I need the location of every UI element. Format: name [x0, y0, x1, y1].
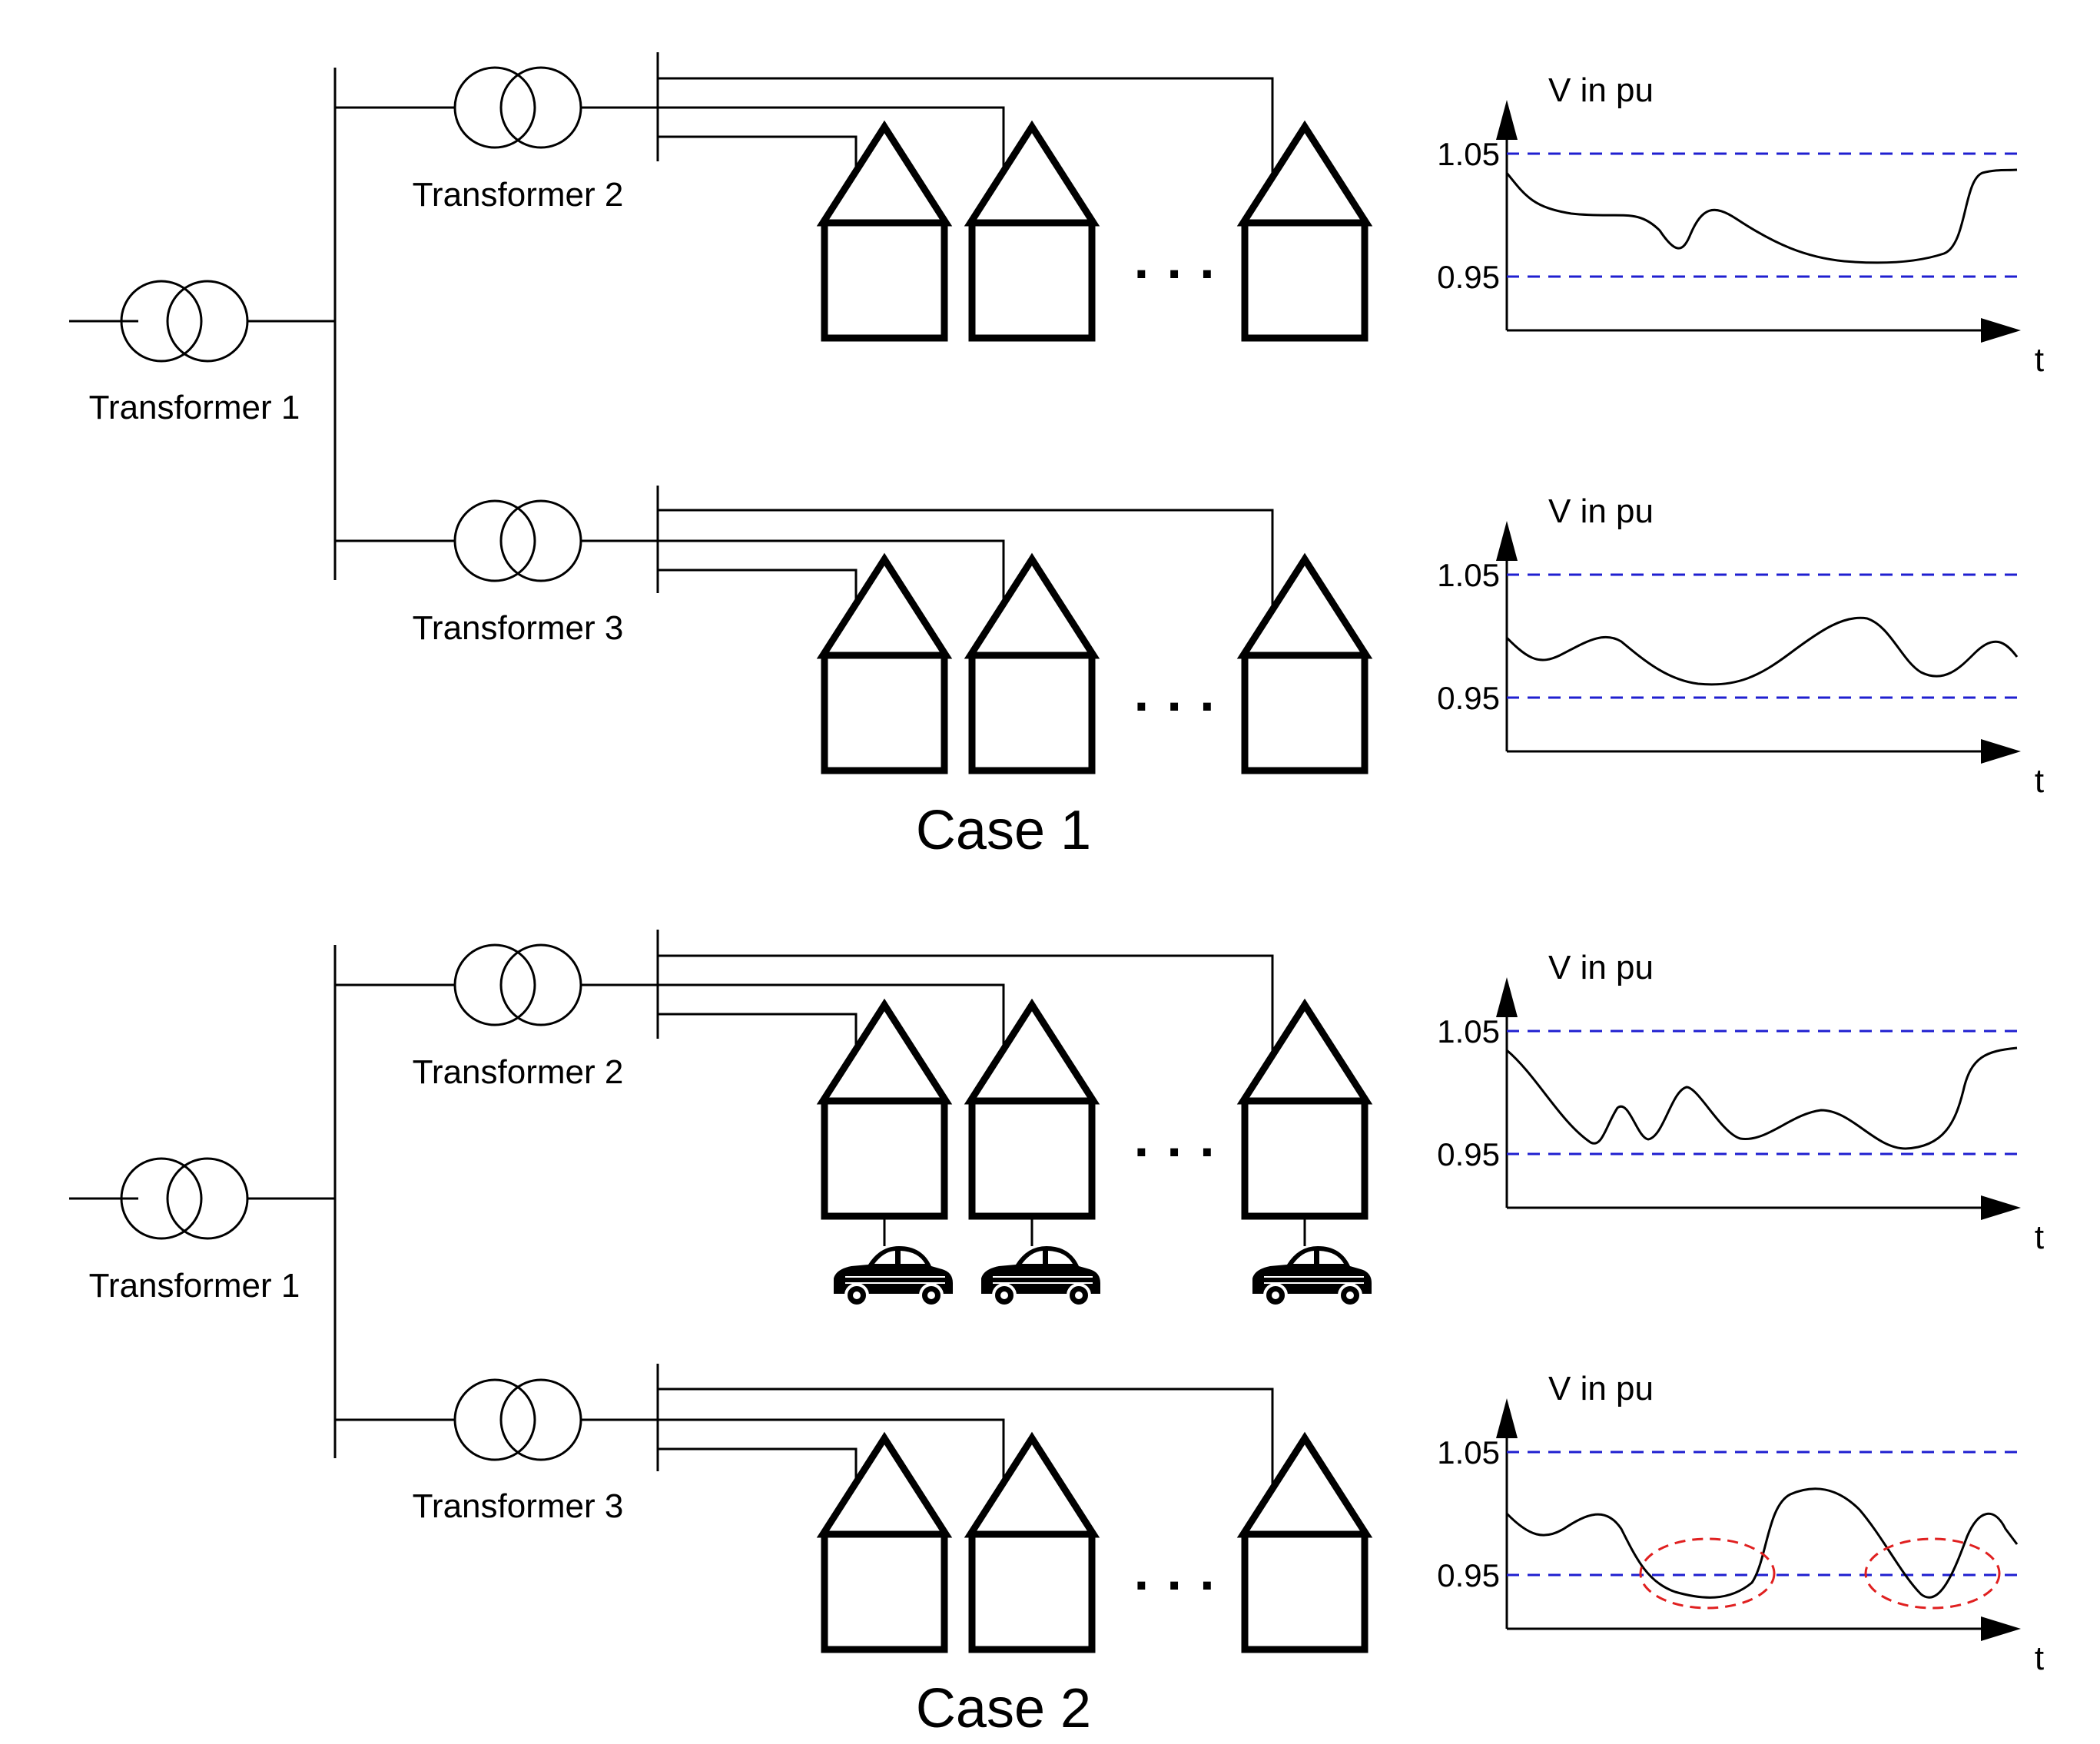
transformer-2-label: Transformer 2 [413, 1053, 624, 1091]
transformer-1-symbol [120, 280, 249, 363]
lower-limit-tick: 0.95 [1437, 680, 1500, 716]
x-axis-label: t [2035, 1640, 2044, 1677]
lower-limit-tick: 0.95 [1437, 259, 1500, 295]
electric-car-icon [980, 1245, 1102, 1308]
transformer-3-label: Transformer 3 [413, 609, 624, 647]
y-axis-label: V in pu [1548, 1370, 1654, 1407]
case-2-diagram [69, 930, 1306, 1498]
voltage-axis-arrow [1496, 100, 1518, 140]
voltage-violation-marker [1864, 1537, 2001, 1610]
voltage-curve [1505, 168, 2018, 264]
time-axis-arrow [1981, 1616, 2021, 1641]
ellipsis-more-houses: · · · [1134, 244, 1218, 303]
feeder-line [658, 954, 1274, 1065]
ellipsis-more-houses: · · · [1134, 1555, 1218, 1615]
house-icon [1243, 1438, 1366, 1650]
electric-car-icon [832, 1245, 954, 1308]
x-axis-label: t [2035, 762, 2044, 800]
feeder-line [658, 1418, 1005, 1498]
house-icon [970, 127, 1093, 338]
case-2-label: Case 2 [916, 1678, 1091, 1739]
lower-limit-tick: 0.95 [1437, 1557, 1500, 1593]
house-icon [823, 1438, 946, 1650]
lower-limit-tick: 0.95 [1437, 1136, 1500, 1172]
voltage-axis-arrow [1496, 977, 1518, 1017]
upper-limit-tick: 1.05 [1437, 1013, 1500, 1049]
feeder-line [658, 135, 858, 187]
case-1-diagram [69, 52, 1274, 619]
x-axis-label: t [2035, 341, 2044, 379]
house-icon [970, 1005, 1093, 1216]
house-icon [823, 559, 946, 771]
transformer-2-label: Transformer 2 [413, 176, 624, 214]
voltage-axis-arrow [1496, 521, 1518, 561]
transformer-2-symbol [453, 66, 582, 149]
transformer-1-label: Transformer 1 [89, 1267, 300, 1305]
feeder-line [658, 569, 858, 619]
upper-limit-tick: 1.05 [1437, 136, 1500, 172]
feeder-line [658, 509, 1274, 619]
voltage-curve [1506, 1046, 2018, 1150]
voltage-plot-case1-t3: V in pu 1.05 0.95 t [1437, 492, 2044, 800]
transformer-3-symbol [453, 1378, 582, 1461]
voltage-axis-arrow [1496, 1398, 1518, 1438]
feeder-line [658, 983, 1005, 1065]
x-axis-label: t [2035, 1218, 2044, 1256]
ellipsis-more-houses: · · · [1134, 1122, 1218, 1182]
time-axis-arrow [1981, 739, 2021, 764]
transformer-1-label: Transformer 1 [89, 389, 300, 426]
case-1-label: Case 1 [916, 800, 1091, 861]
transformer-3-symbol [453, 499, 582, 582]
house-icon [970, 559, 1093, 771]
electric-car-icon [1251, 1245, 1373, 1308]
feeder-line [658, 539, 1005, 619]
ellipsis-more-houses: · · · [1134, 676, 1218, 736]
time-axis-arrow [1981, 318, 2021, 343]
case-2-houses: · · · · · · [823, 1005, 1373, 1650]
feeder-line [658, 1388, 1274, 1498]
case-1-houses: · · · · · · [823, 127, 1366, 771]
house-icon [1243, 1005, 1366, 1216]
upper-limit-tick: 1.05 [1437, 557, 1500, 593]
house-icon [1243, 559, 1366, 771]
voltage-curve [1505, 616, 2019, 686]
feeder-line [658, 1013, 858, 1065]
upper-limit-tick: 1.05 [1437, 1434, 1500, 1470]
transformer-1-symbol [120, 1157, 249, 1240]
y-axis-label: V in pu [1548, 492, 1654, 530]
time-axis-arrow [1981, 1195, 2021, 1220]
y-axis-label: V in pu [1548, 949, 1654, 986]
voltage-plot-case2-t3: V in pu 1.05 0.95 t [1437, 1370, 2044, 1677]
voltage-curve [1505, 1487, 2019, 1599]
transformer-3-label: Transformer 3 [413, 1487, 624, 1525]
voltage-plot-case1-t2: V in pu 1.05 0.95 t [1437, 71, 2044, 379]
house-icon [1243, 127, 1366, 338]
y-axis-label: V in pu [1548, 71, 1654, 109]
house-icon [823, 127, 946, 338]
feeder-line [658, 106, 1005, 187]
voltage-violation-marker [1639, 1537, 1776, 1610]
feeder-line [658, 1447, 858, 1498]
house-icon [970, 1438, 1093, 1650]
feeder-line [658, 77, 1274, 187]
house-icon [823, 1005, 946, 1216]
voltage-plot-case2-t2: V in pu 1.05 0.95 t [1437, 949, 2044, 1256]
transformer-2-symbol [453, 943, 582, 1026]
